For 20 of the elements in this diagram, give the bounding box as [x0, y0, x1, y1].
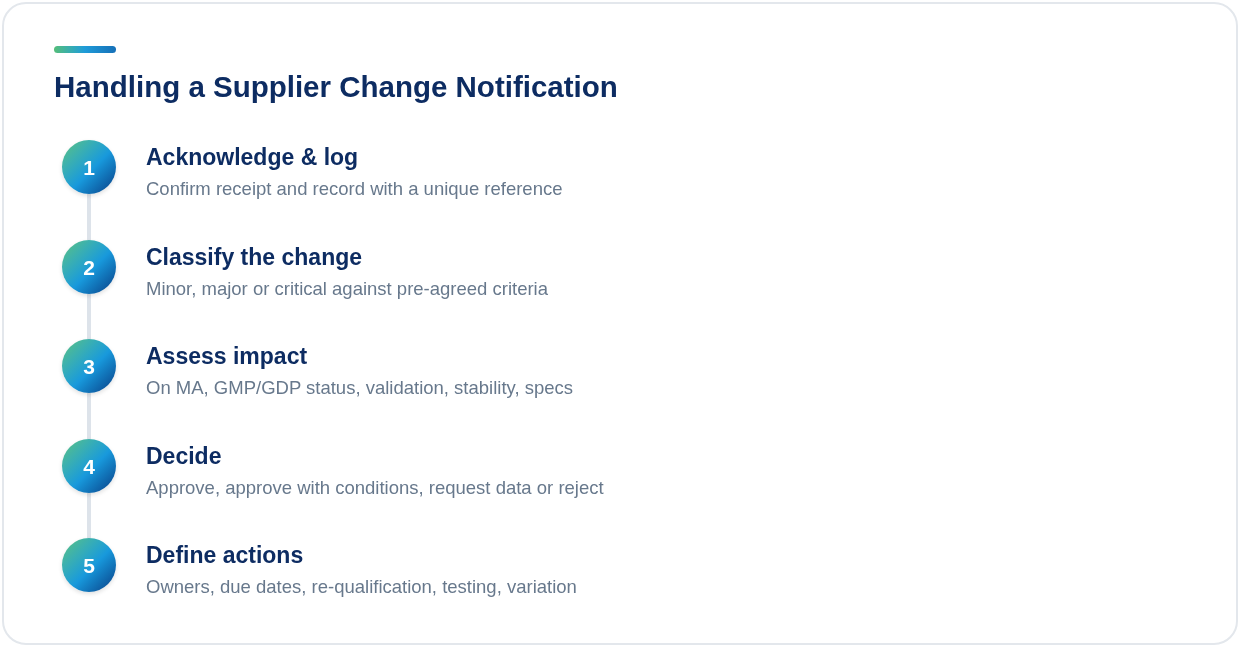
step-description: Minor, major or critical against pre-agreed criteria: [146, 278, 548, 300]
diagram-title: Handling a Supplier Change Notification: [54, 70, 618, 104]
step-number: 4: [83, 455, 95, 477]
connector-line: [87, 493, 91, 538]
step-description: Owners, due dates, re-qualification, testing, variation: [146, 576, 577, 598]
step-number: 1: [83, 156, 95, 178]
step-heading: Acknowledge & log: [146, 143, 359, 171]
step-heading: Define actions: [146, 541, 304, 569]
step-heading: Decide: [146, 442, 222, 470]
step-description: Confirm receipt and record with a unique reference: [146, 178, 563, 200]
connector-line: [87, 294, 91, 339]
step-description: Approve, approve with conditions, request data or reject: [146, 477, 604, 499]
step-heading: Classify the change: [146, 243, 363, 271]
step-number: 5: [83, 554, 95, 576]
step-description: On MA, GMP/GDP status, validation, stability, specs: [146, 377, 574, 399]
connector-line: [87, 393, 91, 439]
step-heading: Assess impact: [146, 342, 308, 370]
connector-line: [87, 194, 91, 240]
step-number: 2: [83, 256, 95, 278]
step-number: 3: [83, 355, 95, 377]
